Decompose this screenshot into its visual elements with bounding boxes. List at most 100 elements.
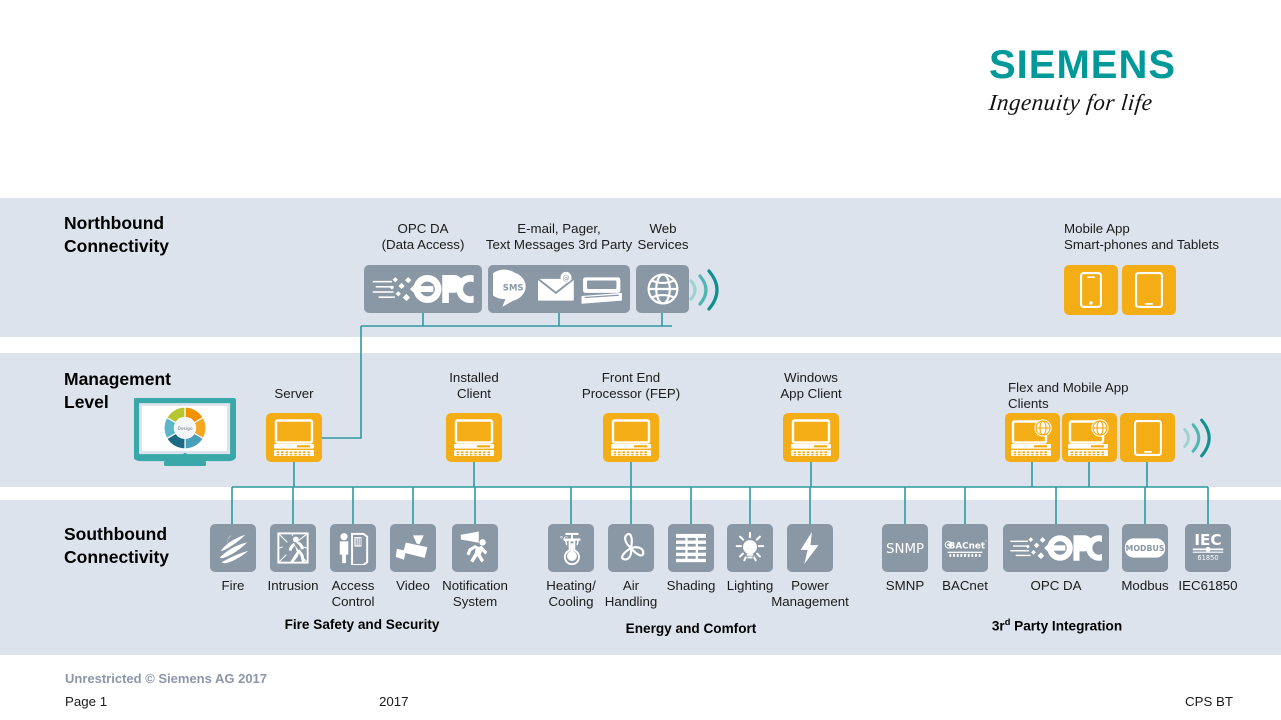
node-label: Shading xyxy=(666,578,716,593)
computer-glyph xyxy=(611,418,651,456)
tablet-glyph xyxy=(1133,419,1162,456)
iec-icon[interactable]: IEC 61850 xyxy=(1185,524,1231,572)
computer-globe-icon[interactable] xyxy=(1062,413,1117,462)
flame-glyph xyxy=(219,534,249,564)
node-label: Modbus xyxy=(1121,578,1169,593)
svg-text:™: ™ xyxy=(469,277,474,283)
access-control-glyph xyxy=(339,532,369,565)
management-workstation[interactable]: Desigo xyxy=(132,396,238,466)
svg-text:@: @ xyxy=(563,274,570,282)
computer-icon[interactable] xyxy=(603,413,659,462)
node-label: Web Services xyxy=(637,221,689,252)
messaging-icon[interactable]: SMS @ xyxy=(488,265,630,313)
computer-icon[interactable] xyxy=(266,413,322,462)
node-label: Heating/ Cooling xyxy=(546,578,596,609)
mobile-app-label: Mobile App Smart-phones and Tablets xyxy=(1064,221,1219,252)
band-title-southbound: Southbound Connectivity xyxy=(64,524,170,568)
node-label: Installed Client xyxy=(449,370,499,401)
computer-glyph xyxy=(454,418,494,456)
wifi-signal-icon-north xyxy=(686,268,720,317)
caption-ordinal-suffix: d xyxy=(1004,617,1011,627)
access-control-icon[interactable] xyxy=(330,524,376,572)
svg-text:°C: °C xyxy=(560,534,569,543)
snmp-icon[interactable]: SNMP xyxy=(882,524,928,572)
wifi-arcs-glyph xyxy=(689,269,719,311)
computer-glyph xyxy=(791,418,831,456)
computer-globe-glyph xyxy=(1010,418,1052,456)
svg-text:MODBUS: MODBUS xyxy=(1126,544,1165,553)
globe-glyph xyxy=(647,273,678,305)
lightbulb-icon[interactable] xyxy=(727,524,773,572)
lightbulb-glyph xyxy=(735,531,765,562)
lightning-bolt-icon[interactable] xyxy=(787,524,833,572)
svg-text:BACnet: BACnet xyxy=(949,541,985,551)
intrusion-glyph xyxy=(277,532,309,564)
svg-text:Desigo: Desigo xyxy=(177,426,192,432)
thermometer-icon[interactable]: °C xyxy=(548,524,594,572)
wifi-signal-icon-management xyxy=(1180,416,1212,465)
node-label: Front End Processor (FEP) xyxy=(581,370,681,401)
node-label: E-mail, Pager, Text Messages 3rd Party xyxy=(485,221,633,252)
globe-icon[interactable] xyxy=(636,265,689,313)
node-label: Power Management xyxy=(771,578,849,609)
siemens-logo: SIEMENS Ingenuity for life xyxy=(987,45,1219,115)
computer-glyph xyxy=(274,418,314,456)
caption-part-post: Party Integration xyxy=(1010,618,1123,634)
wifi-arcs-glyph xyxy=(1183,418,1211,458)
computer-icon[interactable] xyxy=(783,413,839,462)
smartphone-icon[interactable] xyxy=(1064,265,1118,315)
messaging-glyph: SMS @ xyxy=(493,269,622,307)
group-caption-third-party: 3rd Party Integration xyxy=(957,617,1157,634)
tablet-icon[interactable] xyxy=(1120,413,1175,462)
computer-globe-glyph xyxy=(1067,418,1109,456)
fan-icon[interactable] xyxy=(608,524,654,572)
fan-glyph xyxy=(621,532,645,561)
flame-icon[interactable] xyxy=(210,524,256,572)
blinds-icon[interactable] xyxy=(668,524,714,572)
caption-part-pre: 3r xyxy=(991,618,1005,634)
svg-text:SMS: SMS xyxy=(503,284,524,294)
cctv-camera-icon[interactable] xyxy=(390,524,436,572)
svg-text:61850: 61850 xyxy=(1197,554,1218,562)
svg-text:IEC: IEC xyxy=(1194,531,1221,549)
lightning-bolt-glyph xyxy=(800,531,819,565)
footer-year: 2017 xyxy=(379,694,409,709)
donut-chart-icon: Desigo xyxy=(163,406,207,450)
node-label: Windows App Client xyxy=(780,370,842,401)
node-label: OPC DA (Data Access) xyxy=(381,221,465,252)
band-title-northbound: Northbound Connectivity xyxy=(64,213,170,257)
node-label: Lighting xyxy=(726,578,774,593)
iec-glyph: IEC 61850 xyxy=(1192,531,1224,562)
smartphone-glyph xyxy=(1080,272,1102,308)
globe-overlay-icon xyxy=(1090,418,1109,437)
intrusion-icon[interactable] xyxy=(270,524,316,572)
node-label: Server xyxy=(274,386,314,401)
opc-logo-icon[interactable]: ™ xyxy=(1003,524,1109,572)
svg-text:™: ™ xyxy=(984,539,987,545)
modbus-glyph: MODBUS xyxy=(1124,538,1166,558)
node-label: Intrusion xyxy=(267,578,319,593)
opc-logo-glyph: ™ xyxy=(372,274,474,304)
bacnet-icon[interactable]: BACnet ™ xyxy=(942,524,988,572)
node-label: Air Handling xyxy=(604,578,658,609)
desktop-monitor-icon: Desigo xyxy=(132,396,238,466)
node-label: Fire xyxy=(221,578,245,593)
footer-department: CPS BT xyxy=(1184,694,1233,709)
node-label: BACnet xyxy=(942,578,988,593)
node-label: Notification System xyxy=(442,578,508,609)
footer-legal-notice: Unrestricted © Siemens AG 2017 xyxy=(65,671,268,686)
band-title-management: Management Level xyxy=(64,369,171,413)
modbus-icon[interactable]: MODBUS xyxy=(1122,524,1168,572)
svg-text:™: ™ xyxy=(1098,537,1103,543)
computer-icon[interactable] xyxy=(446,413,502,462)
tablet-icon[interactable] xyxy=(1122,265,1176,315)
node-label: Access Control xyxy=(331,578,375,609)
computer-globe-icon[interactable] xyxy=(1005,413,1060,462)
notification-evacuation-icon[interactable] xyxy=(452,524,498,572)
snmp-glyph: SNMP xyxy=(886,542,924,557)
brand-claim: Ingenuity for life xyxy=(987,90,1154,115)
opc-logo-icon[interactable]: ™ xyxy=(364,265,482,313)
bacnet-glyph: BACnet ™ xyxy=(944,539,987,557)
flex-clients-label: Flex and Mobile App Clients xyxy=(1008,380,1129,411)
